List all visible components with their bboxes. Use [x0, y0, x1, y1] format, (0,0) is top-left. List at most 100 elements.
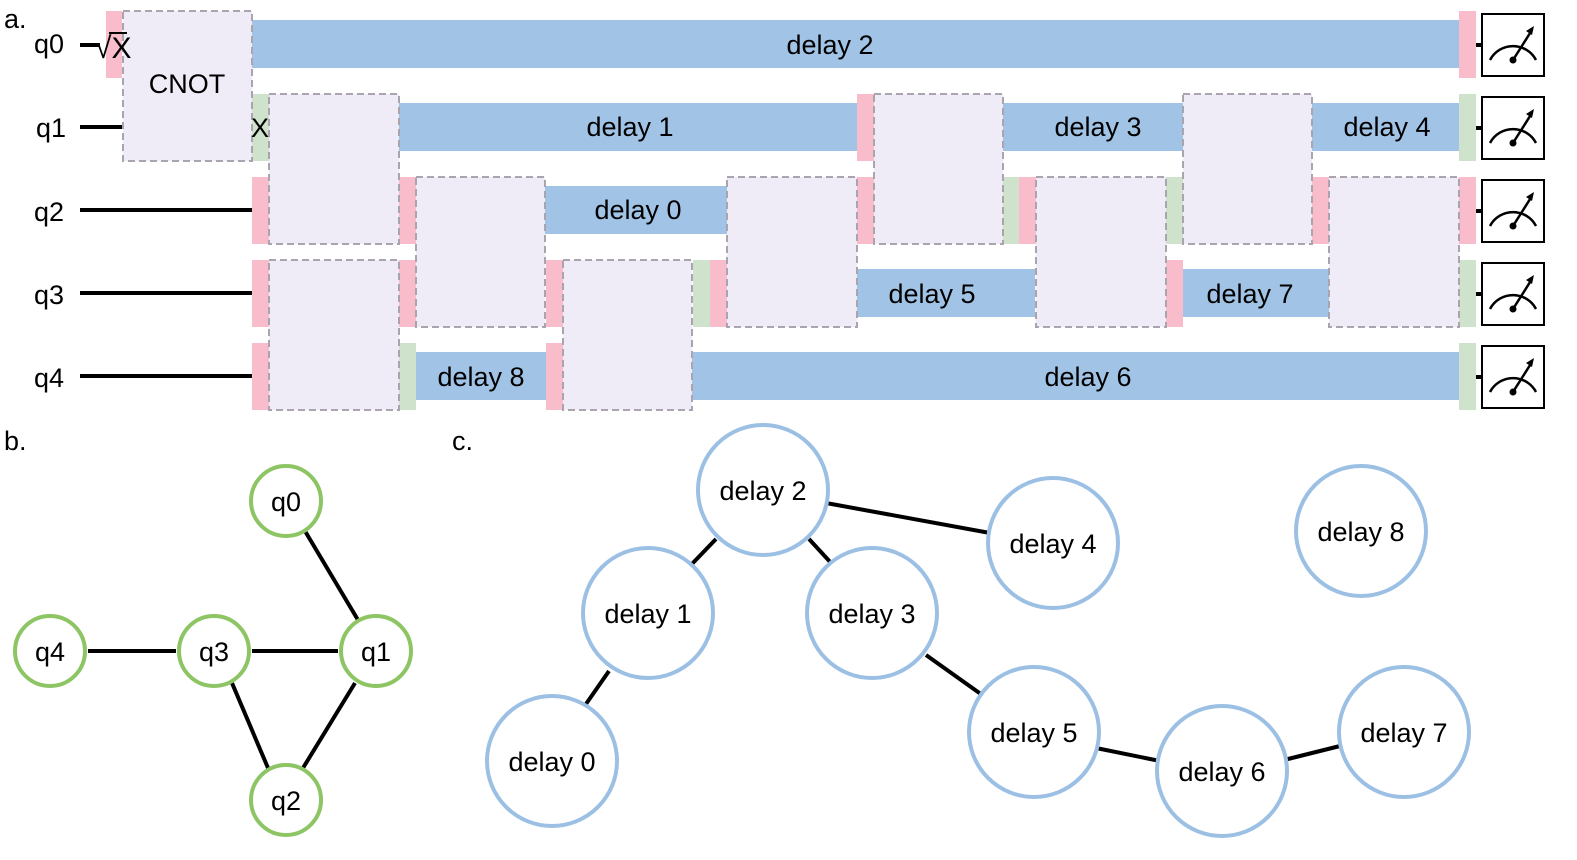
delay-label-4: delay 4 [1343, 112, 1430, 142]
pad-marker [1019, 177, 1036, 244]
pad-marker [546, 343, 563, 410]
delay-bar-2 [252, 20, 1459, 68]
qubit-label-q3: q3 [34, 280, 64, 310]
delay-node-label-0: delay 0 [508, 747, 595, 777]
panel-label-b: b. [4, 426, 27, 456]
delay-bar-7 [1182, 269, 1329, 317]
delay-label-2: delay 2 [786, 30, 873, 60]
delay-edge-6-7 [1283, 744, 1341, 762]
pad-marker [399, 343, 416, 410]
gate-box [415, 176, 546, 328]
pad-marker [252, 343, 269, 410]
delay-node-3 [805, 546, 939, 680]
qubit-node-label-q0: q0 [271, 487, 301, 517]
panel-c-delay-graph: c. delay 0 delay 1 delay 2 delay 3 delay… [452, 423, 1471, 838]
delay-label-3: delay 3 [1054, 112, 1141, 142]
delay-edge-3-5 [924, 653, 987, 699]
pad-marker [1459, 94, 1476, 161]
sqrt-x-gate: √X [95, 32, 131, 65]
two-qubit-gates [122, 10, 1460, 411]
delay-bar-1 [399, 103, 858, 151]
measurement-meters [1476, 13, 1545, 409]
qubit-node-q3 [177, 614, 251, 688]
delay-bar-0 [545, 186, 727, 234]
pad-marker [106, 11, 122, 78]
delay-node-4 [986, 476, 1120, 610]
gate-box [268, 259, 400, 411]
qubit-label-q1: q1 [36, 113, 66, 143]
delay-node-label-8: delay 8 [1317, 517, 1404, 547]
delay-node-6 [1155, 704, 1289, 838]
delay-bar-8 [415, 352, 546, 400]
delay-label-0: delay 0 [594, 195, 681, 225]
qubit-edge-q3-q2 [230, 682, 270, 769]
delay-bar-5 [857, 269, 1035, 317]
pad-marker [252, 260, 269, 327]
qubit-node-q0 [249, 464, 323, 538]
cnot-label: CNOT [149, 69, 226, 99]
delay-node-7 [1337, 665, 1471, 799]
pad-marker [710, 260, 727, 327]
qubit-node-label-q2: q2 [271, 786, 301, 816]
delay-bar-6 [692, 352, 1459, 400]
delay-label-1: delay 1 [586, 112, 673, 142]
measure-icon [1476, 345, 1545, 409]
pad-marker [1312, 177, 1329, 244]
qubit-node-label-q4: q4 [35, 637, 65, 667]
x-gate: X [251, 113, 269, 143]
pad-marker [546, 260, 563, 327]
delay-edge-2-1 [688, 537, 718, 568]
pad-marker [1166, 260, 1183, 327]
delay-node-label-2: delay 2 [719, 476, 806, 506]
qubit-node-q4 [13, 614, 87, 688]
delay-label-5: delay 5 [888, 279, 975, 309]
delay-edge-2-3 [807, 537, 834, 566]
pad-marker [1459, 343, 1476, 410]
delay-node-label-5: delay 5 [990, 718, 1077, 748]
panel-b-coupling-graph: b. q0 q1 q2 q3 q4 [4, 426, 413, 837]
pad-marker [252, 94, 269, 161]
delay-label-8: delay 8 [437, 362, 524, 392]
pad-marker [1459, 11, 1476, 78]
delay-node-label-3: delay 3 [828, 599, 915, 629]
cnot-gate [122, 10, 253, 162]
delay-node-2 [696, 423, 830, 557]
gate-box [1182, 93, 1313, 245]
qubit-edge-q1-q2 [301, 681, 357, 770]
delay-edge-5-6 [1095, 746, 1161, 763]
qubit-label-q2: q2 [34, 197, 64, 227]
measure-icon [1476, 96, 1545, 160]
qubit-node-label-q1: q1 [361, 637, 391, 667]
delay-node-1 [581, 546, 715, 680]
delay-node-label-4: delay 4 [1009, 529, 1096, 559]
delay-node-label-6: delay 6 [1178, 757, 1265, 787]
delay-node-8 [1294, 464, 1428, 598]
qubit-node-label-q3: q3 [199, 637, 229, 667]
pad-marker [1003, 177, 1020, 244]
measure-icon [1476, 13, 1545, 77]
gate-box [726, 176, 858, 328]
qubit-label-q4: q4 [34, 363, 64, 393]
gate-box [1328, 176, 1460, 328]
delay-label-6: delay 6 [1044, 362, 1131, 392]
panel-a-circuit: a. q0 q1 q2 q3 q4 delay 2 delay 1 delay … [4, 4, 1545, 411]
panel-label-c: c. [452, 426, 473, 456]
pad-marker [857, 177, 874, 244]
pad-marker [399, 177, 416, 244]
measure-icon [1476, 179, 1545, 243]
pad-marker [252, 177, 269, 244]
delay-label-7: delay 7 [1206, 279, 1293, 309]
delay-node-0 [485, 694, 619, 828]
delay-node-label-7: delay 7 [1360, 718, 1447, 748]
qubit-node-q2 [249, 763, 323, 837]
delay-bar-4 [1312, 103, 1459, 151]
panel-label-a: a. [4, 4, 27, 34]
pad-marker [857, 94, 874, 161]
delay-edge-1-0 [584, 669, 611, 706]
pad-marker [693, 260, 710, 327]
gate-box [1035, 176, 1167, 328]
delay-bar-3 [1003, 103, 1183, 151]
pad-marker [1459, 177, 1476, 244]
qubit-node-q1 [339, 614, 413, 688]
